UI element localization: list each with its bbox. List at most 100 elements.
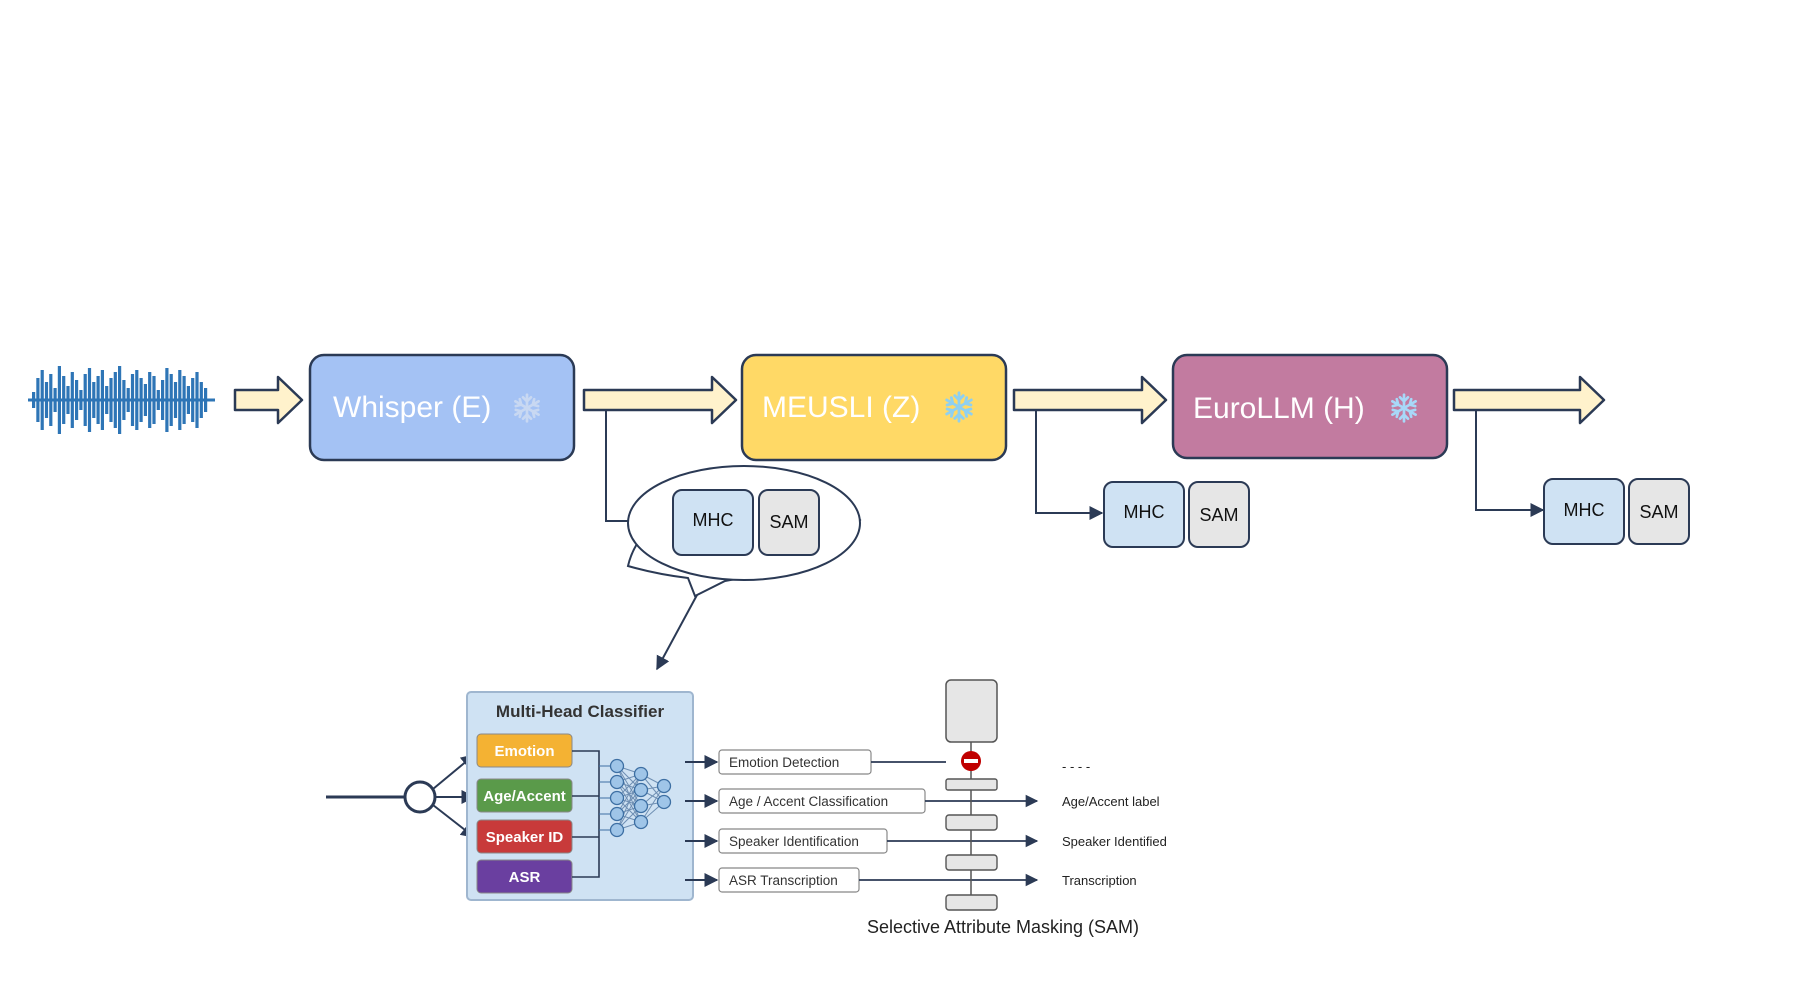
waveform-bar <box>148 372 152 428</box>
nn-node <box>656 778 672 794</box>
mhc-label: MHC <box>1564 500 1605 520</box>
module-pair-whisper: MHC SAM <box>672 489 820 556</box>
nn-node <box>609 790 625 806</box>
module-pair-eurollm: MHC SAM <box>1543 478 1690 545</box>
task-rows: Emotion Detection - - - - Age / Accent Cla… <box>685 749 1167 893</box>
waveform-bar <box>49 374 53 426</box>
classifier-title: Multi-Head Classifier <box>496 702 665 721</box>
nn-node <box>633 782 649 798</box>
classifier-head-label: Emotion <box>495 743 555 760</box>
waveform-bar <box>191 378 195 422</box>
stage-whisper: Whisper (E) <box>308 353 576 462</box>
meusli-branch-connector <box>1035 410 1104 520</box>
waveform-bar <box>79 390 83 410</box>
no-entry-icon <box>961 751 981 771</box>
waveform-bar <box>36 378 40 422</box>
classifier-head-3: ASR <box>476 859 573 894</box>
nn-edge <box>616 773 642 815</box>
waveform-bar <box>135 370 139 430</box>
waveform-bar <box>105 386 109 414</box>
classifier-head-0: Emotion <box>476 733 573 768</box>
waveform-bar <box>70 372 74 428</box>
waveform-bar <box>156 390 160 410</box>
mhc-label: MHC <box>693 510 734 530</box>
task-label: Age / Accent Classification <box>729 794 888 809</box>
waveform-bar <box>83 374 87 426</box>
nn-node <box>609 774 625 790</box>
nn-node <box>633 798 649 814</box>
waveform-bar <box>66 386 70 414</box>
waveform-bar <box>53 388 57 412</box>
nn-node <box>609 822 625 838</box>
stage-meusli: MEUSLI (Z) <box>740 353 1008 462</box>
nn-edge <box>616 773 642 831</box>
stage-eurollm: EuroLLM (H) <box>1171 353 1449 460</box>
sam-masking-column <box>945 679 998 911</box>
task-label: Emotion Detection <box>729 755 839 770</box>
classifier-head-label: ASR <box>509 869 541 886</box>
waveform-bar <box>62 376 66 424</box>
waveform-bar <box>173 382 178 418</box>
classifier-head-label: Age/Accent <box>483 788 566 805</box>
waveform-bar <box>122 380 126 420</box>
waveform-bar <box>100 370 104 430</box>
neural-network-icon <box>599 758 672 838</box>
waveform-bar <box>113 372 117 428</box>
task-label: ASR Transcription <box>729 873 838 888</box>
waveform-bar <box>152 376 156 424</box>
waveform-bar <box>186 386 190 414</box>
waveform-bar <box>96 376 100 424</box>
nn-node <box>656 794 672 810</box>
nn-node <box>609 806 625 822</box>
waveform-bar <box>139 378 143 422</box>
eurollm-branch-connector <box>1475 410 1545 517</box>
nn-node <box>609 758 625 774</box>
nn-node <box>633 814 649 830</box>
waveform-bar <box>199 382 203 418</box>
waveform-bar <box>109 378 113 422</box>
module-pair-meusli: MHC SAM <box>1103 481 1250 548</box>
task-output-label: Transcription <box>1062 873 1137 888</box>
waveform-bar <box>165 368 169 432</box>
waveform-bar <box>40 370 44 430</box>
waveform-bar <box>182 376 186 424</box>
task-output-label: - - - - <box>1062 759 1090 774</box>
sam-label: SAM <box>1639 502 1678 522</box>
task-row-3: ASR Transcription Transcription <box>685 867 1137 893</box>
waveform-bar <box>44 382 49 418</box>
task-output-label: Age/Accent label <box>1062 794 1160 809</box>
waveform-bar <box>143 384 147 416</box>
stage-eurollm-label: EuroLLM (H) <box>1193 392 1365 425</box>
task-output-label: Speaker Identified <box>1062 834 1167 849</box>
waveform-bar <box>161 380 165 420</box>
input-node <box>403 780 437 814</box>
callout-pointer <box>656 594 698 671</box>
task-row-1: Age / Accent Classification Age/Accent la… <box>685 788 1160 814</box>
sam-caption: Selective Attribute Masking (SAM) <box>867 917 1139 937</box>
classifier-head-2: Speaker ID <box>476 819 573 854</box>
nn-node <box>633 766 649 782</box>
waveform-bar <box>118 366 122 434</box>
waveform-bar <box>75 380 79 420</box>
waveform-bar <box>204 388 208 412</box>
stage-whisper-label: Whisper (E) <box>333 391 491 424</box>
waveform-bar <box>32 392 36 408</box>
waveform-bar <box>195 372 199 428</box>
nn-edge <box>616 789 642 831</box>
classifier-head-1: Age/Accent <box>476 778 573 813</box>
classifier-head-label: Speaker ID <box>486 829 564 846</box>
waveform-bar <box>130 374 135 426</box>
mhc-label: MHC <box>1124 502 1165 522</box>
stage-meusli-label: MEUSLI (Z) <box>762 391 920 424</box>
input-arrow <box>233 375 304 425</box>
task-row-0: Emotion Detection - - - - <box>685 749 1090 775</box>
waveform-bar <box>169 374 173 426</box>
waveform-bar <box>92 382 96 418</box>
sam-label: SAM <box>1199 505 1238 525</box>
waveform-bar <box>178 370 182 430</box>
audio-waveform-icon <box>28 366 215 434</box>
sam-label: SAM <box>769 512 808 532</box>
